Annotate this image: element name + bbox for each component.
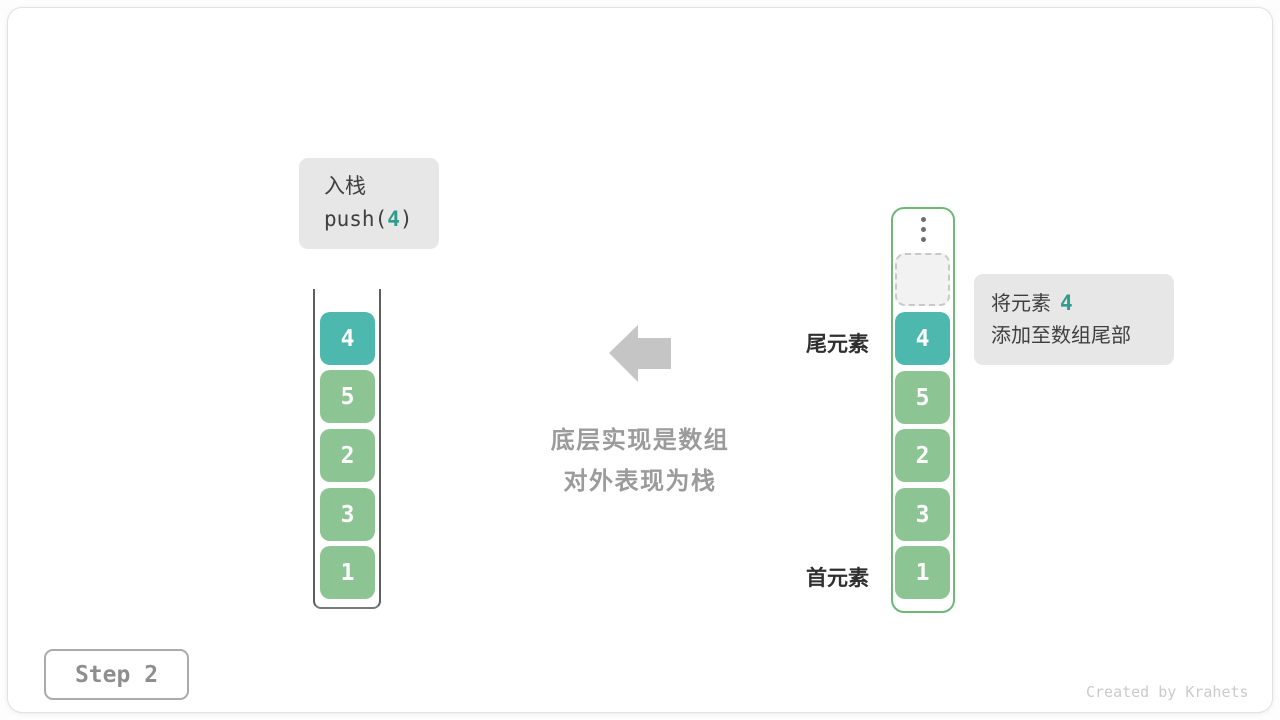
array-cell: 4: [895, 312, 950, 365]
stack-cell: 5: [320, 370, 375, 423]
step-badge: Step 2: [44, 649, 189, 700]
operation-title: 入栈: [324, 175, 366, 198]
stack-cell: 3: [320, 488, 375, 541]
annotation-box: 将元素 4 添加至数组尾部: [974, 274, 1174, 365]
call-suffix: ): [399, 207, 413, 231]
array-cell: 1: [895, 546, 950, 599]
annotation-arg: 4: [1060, 291, 1073, 315]
caption-line-1: 底层实现是数组: [550, 427, 730, 454]
annotation-line-2: 添加至数组尾部: [991, 325, 1131, 347]
annotation-line-1: 将元素 4: [991, 287, 1174, 320]
array-cell: 2: [895, 429, 950, 482]
tail-element-label: 尾元素: [806, 333, 869, 356]
step-label: Step 2: [74, 661, 159, 688]
call-arg: 4: [387, 207, 400, 231]
center-caption: 底层实现是数组 对外表现为栈: [488, 420, 792, 502]
arrow-left-icon: [609, 325, 671, 382]
stack-cell: 4: [320, 312, 375, 365]
figure-card: 入栈 push(4) 4 5 2 3 1 底层实现是数组 对外表现为栈 尾元素 …: [7, 7, 1273, 713]
stack-container: 4 5 2 3 1: [313, 289, 381, 609]
credit-text: Created by Krahets: [1086, 683, 1249, 701]
head-element-label: 首元素: [806, 567, 869, 590]
array-cell: 5: [895, 371, 950, 424]
array-cell: 3: [895, 488, 950, 541]
empty-array-slot: [895, 253, 950, 306]
operation-label-box: 入栈 push(4): [299, 158, 439, 249]
array-container: 4 5 2 3 1: [891, 207, 955, 613]
caption-line-2: 对外表现为栈: [563, 468, 717, 495]
stack-cell: 2: [320, 429, 375, 482]
annotation-prefix: 将元素: [991, 293, 1051, 315]
operation-call: push(4): [324, 203, 439, 235]
call-prefix: push(: [324, 207, 388, 231]
stack-cell: 1: [320, 546, 375, 599]
ellipsis-icon: [893, 217, 953, 242]
